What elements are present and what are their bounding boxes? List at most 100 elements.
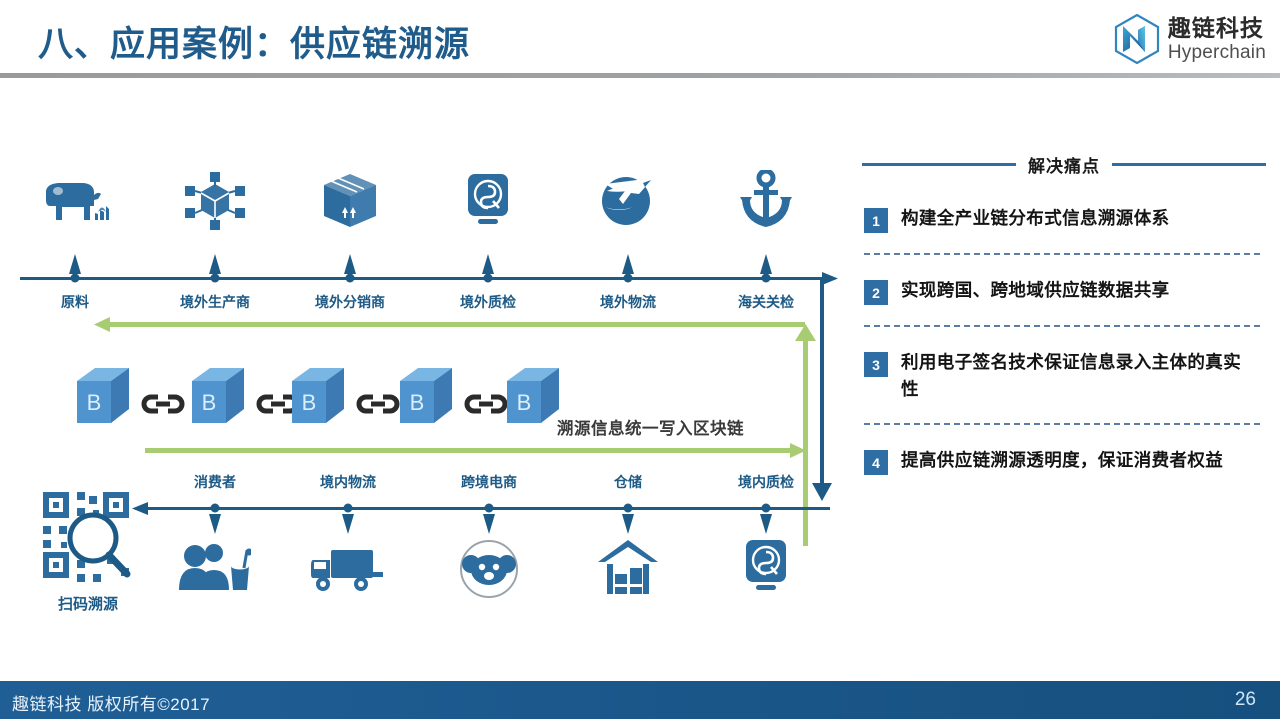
quality-badge-icon — [463, 172, 513, 235]
axis-dot — [484, 503, 494, 513]
svg-text:B: B — [410, 390, 425, 415]
top-flow-axis — [20, 277, 830, 280]
pain-point-item[interactable]: 3 利用电子签名技术保证信息录入主体的真实性 — [862, 347, 1266, 403]
axis-tick — [760, 514, 772, 534]
green-vertical-line — [803, 338, 808, 546]
node-label: 海关关检 — [738, 294, 794, 310]
consumers-icon — [179, 540, 253, 599]
axis-tick — [622, 254, 634, 274]
blockchain-block: B — [398, 365, 452, 423]
logo-text: 趣链科技 Hyperchain — [1167, 14, 1266, 63]
chain-link-icon — [140, 392, 185, 414]
pain-point-separator — [864, 423, 1260, 426]
node-label: 境外分销商 — [315, 294, 385, 310]
blockchain-block: B — [290, 365, 344, 423]
globe-plane-icon — [599, 174, 657, 233]
node-label: 境外质检 — [460, 294, 516, 310]
axis-tick — [344, 254, 356, 274]
axis-dot — [210, 273, 220, 283]
upper-green-flow-line — [108, 322, 805, 327]
slide-footer: 趣链科技 版权所有©2017 26 — [0, 681, 1280, 719]
warehouse-icon — [597, 538, 659, 601]
node-label: 境外生产商 — [180, 294, 250, 310]
axis-dot — [623, 273, 633, 283]
svg-text:B: B — [517, 390, 532, 415]
panel-header: 解决痛点 — [862, 152, 1266, 177]
chain-link-icon — [463, 392, 508, 414]
axis-dot — [761, 273, 771, 283]
package-box-icon — [321, 172, 379, 235]
axis-tick — [69, 254, 81, 274]
koala-circle-icon — [458, 538, 520, 605]
hyperchain-hexagon-n-logo-icon — [1114, 14, 1159, 64]
scan-trace-label: 扫码溯源 — [57, 596, 119, 613]
panel-title: 解决痛点 — [1028, 157, 1100, 176]
axis-tick — [482, 254, 494, 274]
upper-green-arrowhead — [94, 317, 110, 332]
panel-rule-left — [862, 163, 1016, 166]
pain-point-item[interactable]: 1 构建全产业链分布式信息溯源体系 — [862, 203, 1266, 233]
pain-point-number: 2 — [864, 280, 888, 305]
axis-dot — [343, 503, 353, 513]
slide-header: 八、应用案例：供应链溯源 趣链科技 Hyperchain — [0, 0, 1280, 78]
blockchain-caption: 溯源信息统一写入区块链 — [557, 420, 744, 438]
pain-point-text: 实现跨国、跨地域供应链数据共享 — [901, 280, 1170, 300]
axis-tick — [209, 514, 221, 534]
axis-tick — [760, 254, 772, 274]
node-label: 境内质检 — [738, 474, 794, 490]
pain-point-item[interactable]: 2 实现跨国、跨地域供应链数据共享 — [862, 275, 1266, 305]
pain-point-number: 3 — [864, 352, 888, 377]
axis-tick — [342, 514, 354, 534]
pain-point-separator — [864, 253, 1260, 255]
axis-dot — [210, 503, 220, 513]
chain-link-icon — [255, 392, 300, 414]
blue-vertical-arrowhead-down — [812, 483, 832, 501]
qr-magnifier-icon — [41, 490, 135, 589]
blue-vertical-line — [820, 280, 824, 480]
top-flow-arrowhead — [822, 272, 838, 285]
truck-icon — [311, 544, 385, 597]
svg-text:B: B — [202, 390, 217, 415]
chain-link-icon — [355, 392, 400, 414]
anchor-icon — [738, 168, 794, 233]
page-title: 八、应用案例：供应链溯源 — [38, 25, 471, 64]
footer-copyright: 趣链科技 版权所有©2017 — [12, 695, 211, 714]
node-label: 境外物流 — [600, 294, 656, 310]
network-node-icon — [185, 172, 245, 235]
axis-tick — [483, 514, 495, 534]
pain-points-panel: 解决痛点 1 构建全产业链分布式信息溯源体系 2 实现跨国、跨地域供应链数据共享… — [862, 152, 1266, 476]
panel-rule-right — [1112, 163, 1266, 166]
axis-tick — [209, 254, 221, 274]
pain-point-text: 利用电子签名技术保证信息录入主体的真实性 — [901, 352, 1242, 400]
brand-logo: 趣链科技 Hyperchain — [1114, 10, 1266, 68]
lower-green-flow-line — [145, 448, 790, 453]
lower-green-arrowhead — [790, 443, 806, 458]
node-label: 跨境电商 — [461, 474, 517, 490]
axis-dot — [761, 503, 771, 513]
axis-dot — [70, 273, 80, 283]
pain-point-text: 构建全产业链分布式信息溯源体系 — [901, 208, 1170, 228]
axis-dot — [623, 503, 633, 513]
node-label: 消费者 — [194, 474, 236, 490]
axis-tick — [622, 514, 634, 534]
blockchain-block: B — [75, 365, 129, 423]
cow-icon — [38, 176, 112, 233]
quality-badge-icon — [741, 538, 791, 601]
blockchain-block: B — [505, 365, 559, 423]
svg-text:B: B — [87, 390, 102, 415]
node-label: 境内物流 — [320, 474, 376, 490]
pain-point-item[interactable]: 4 提高供应链溯源透明度，保证消费者权益 — [862, 445, 1266, 476]
axis-dot — [483, 273, 493, 283]
logo-name-en: Hyperchain — [1167, 41, 1266, 63]
pain-point-separator — [864, 325, 1260, 327]
axis-dot — [345, 273, 355, 283]
node-label: 原料 — [61, 294, 89, 310]
node-label: 仓储 — [614, 474, 642, 490]
pain-point-number: 4 — [864, 450, 888, 476]
pain-point-text: 提高供应链溯源透明度，保证消费者权益 — [901, 450, 1224, 471]
logo-name-cn: 趣链科技 — [1167, 14, 1264, 41]
pain-point-number: 1 — [864, 208, 888, 233]
supply-chain-diagram: 原料 境外生产商 境外分销商 境外质检 境外物流 海关关检 — [0, 120, 845, 640]
footer-page-number: 26 — [1234, 689, 1256, 710]
